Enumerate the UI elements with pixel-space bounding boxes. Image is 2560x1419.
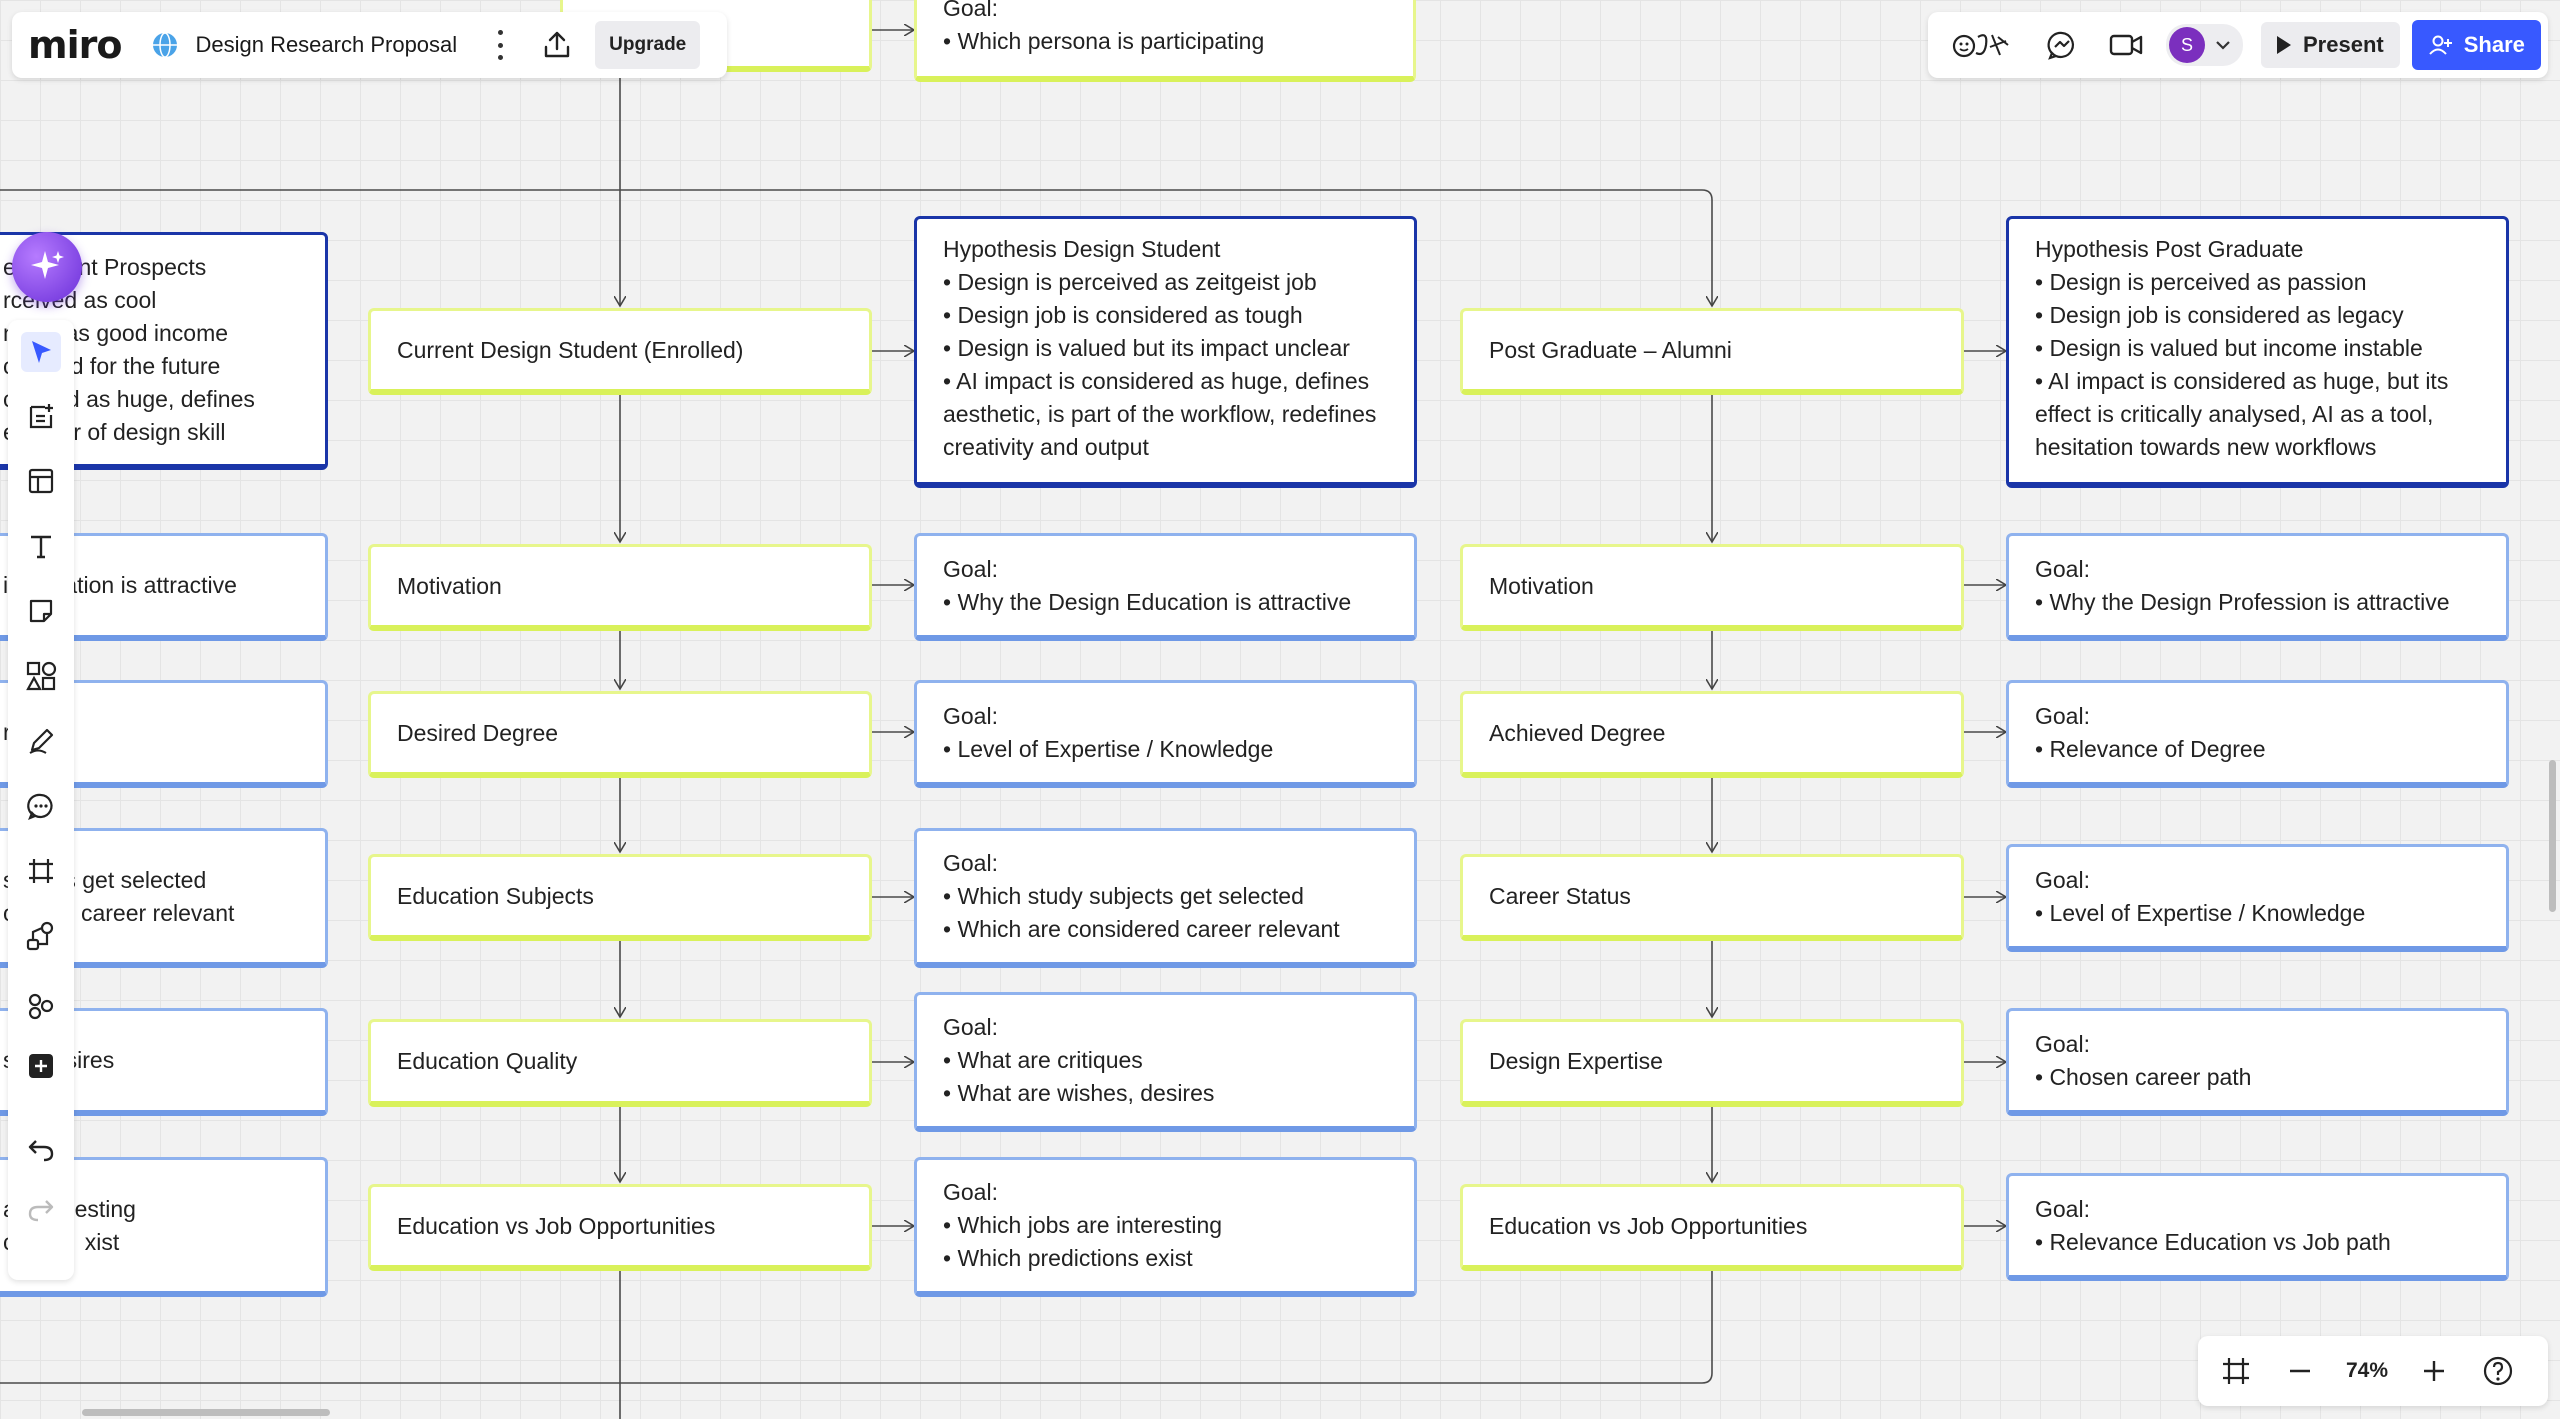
goal-text: Goal: • Why the Design Profession is att… [2035,555,2450,615]
chat-icon[interactable] [2042,25,2082,65]
goal-text: Goal: • What are critiques • What are wi… [943,1014,1215,1106]
graduate-motivation-node[interactable]: Motivation [1460,544,1964,631]
comment-icon[interactable] [21,786,61,826]
goal-text: Goal: • Chosen career path [2035,1030,2252,1090]
student-opportunities-node[interactable]: Education vs Job Opportunities [368,1184,872,1271]
graduate-degree-goal[interactable]: Goal: • Relevance of Degree [2006,680,2509,788]
pen-icon[interactable] [21,721,61,761]
goal-text: Goal: • Relevance of Degree [2035,702,2266,762]
avatar[interactable]: S [2169,27,2205,63]
hypothesis-text: Hypothesis Post Graduate • Design is per… [2035,236,2449,460]
graduate-opportunities-goal[interactable]: Goal: • Relevance Education vs Job path [2006,1173,2509,1281]
goal-text: Goal: • Level of Expertise / Knowledge [943,702,1274,762]
goal-node-persona[interactable]: Goal: • Which persona is participating [914,0,1416,82]
student-title-node[interactable]: Current Design Student (Enrolled) [368,308,872,395]
graduate-expertise-goal[interactable]: Goal: • Chosen career path [2006,1008,2509,1116]
student-motivation-node[interactable]: Motivation [368,544,872,631]
node-label: Education Quality [397,1048,578,1074]
student-subjects-goal[interactable]: Goal: • Which study subjects get selecte… [914,828,1417,968]
node-label: Education vs Job Opportunities [1489,1212,1808,1239]
student-subjects-node[interactable]: Education Subjects [368,854,872,941]
vertical-scrollbar[interactable] [2549,760,2556,912]
present-label: Present [2303,32,2384,57]
frame-icon[interactable] [21,851,61,891]
board-title[interactable]: Design Research Proposal [195,32,458,57]
present-button[interactable]: Present [2261,22,2400,68]
zoom-level[interactable]: 74% [2345,1359,2389,1382]
node-label: Motivation [1489,572,1594,599]
hypothesis-text: Hypothesis Design Student • Design is pe… [943,236,1377,460]
board-header: miro Design Research Proposal Upgrade [12,12,727,78]
graduate-degree-node[interactable]: Achieved Degree [1460,691,1964,778]
share-users-icon [2428,35,2452,55]
globe-icon[interactable] [151,31,179,59]
node-label: Current Design Student (Enrolled) [397,336,744,363]
hypothesis-graduate-node[interactable]: Hypothesis Post Graduate • Design is per… [2006,216,2509,488]
share-label: Share [2463,32,2525,57]
student-opportunities-goal[interactable]: Goal: • Which jobs are interesting • Whi… [914,1157,1417,1297]
help-icon[interactable] [2476,1349,2520,1393]
student-quality-goal[interactable]: Goal: • What are critiques • What are wi… [914,992,1417,1132]
graduate-opportunities-node[interactable]: Education vs Job Opportunities [1460,1184,1964,1271]
node-label: Career Status [1489,882,1631,909]
miro-logo[interactable]: miro [28,23,122,67]
collaboration-bar: S Present Share [1928,12,2548,78]
creation-toolbar [8,320,74,1280]
zoom-out-icon[interactable] [2278,1349,2322,1393]
flow-icon[interactable] [21,916,61,956]
collaborators-menu[interactable]: S [2166,24,2243,66]
goal-text: Goal: • Why the Design Education is attr… [943,555,1352,615]
templates-icon[interactable] [21,461,61,501]
graduate-motivation-goal[interactable]: Goal: • Why the Design Profession is att… [2006,533,2509,641]
add-note-icon[interactable] [21,396,61,436]
student-degree-goal[interactable]: Goal: • Level of Expertise / Knowledge [914,680,1417,788]
sticky-note-icon[interactable] [21,591,61,631]
text-icon[interactable] [21,526,61,566]
zoom-controls: 74% [2198,1336,2548,1406]
node-label: Education vs Job Opportunities [397,1212,716,1239]
goal-text: Goal: • Which jobs are interesting • Whi… [943,1179,1223,1271]
graduate-career-node[interactable]: Career Status [1460,854,1964,941]
node-label: Design Expertise [1489,1048,1663,1074]
graduate-expertise-node[interactable]: Design Expertise [1460,1019,1964,1107]
more-apps-icon[interactable] [21,986,61,1026]
sparkle-ai-icon[interactable] [12,232,82,302]
graduate-title-node[interactable]: Post Graduate – Alumni [1460,308,1964,395]
horizontal-scrollbar[interactable] [82,1409,330,1416]
export-icon[interactable] [539,27,575,63]
student-degree-node[interactable]: Desired Degree [368,691,872,778]
goal-text: Goal: • Level of Expertise / Knowledge [2035,866,2366,926]
node-label: Education Subjects [397,882,594,909]
video-call-icon[interactable] [2106,25,2146,65]
fit-to-screen-icon[interactable] [2214,1349,2258,1393]
chevron-down-icon [2216,41,2230,50]
share-button[interactable]: Share [2411,20,2541,70]
node-label: Post Graduate – Alumni [1489,336,1732,363]
student-quality-node[interactable]: Education Quality [368,1019,872,1107]
node-label: Motivation [397,572,502,599]
node-label: Desired Degree [397,719,559,746]
node-label: Achieved Degree [1489,719,1666,746]
shapes-icon[interactable] [21,656,61,696]
redo-icon[interactable] [21,1190,61,1230]
student-motivation-goal[interactable]: Goal: • Why the Design Education is attr… [914,533,1417,641]
undo-icon[interactable] [21,1130,61,1170]
select-cursor-icon[interactable] [21,332,61,372]
hypothesis-student-node[interactable]: Hypothesis Design Student • Design is pe… [914,216,1417,488]
more-options-icon[interactable] [493,30,507,60]
goal-text: Goal: • Relevance Education vs Job path [2035,1195,2391,1255]
graduate-career-goal[interactable]: Goal: • Level of Expertise / Knowledge [2006,844,2509,952]
goal-text: Goal: • Which study subjects get selecte… [943,850,1340,942]
play-icon [2277,36,2291,54]
reactions-icon[interactable] [1950,25,2012,65]
goal-text: Goal: • Which persona is participating [943,0,1265,54]
zoom-in-icon[interactable] [2412,1349,2456,1393]
add-icon[interactable] [21,1046,61,1086]
upgrade-button[interactable]: Upgrade [595,21,701,69]
